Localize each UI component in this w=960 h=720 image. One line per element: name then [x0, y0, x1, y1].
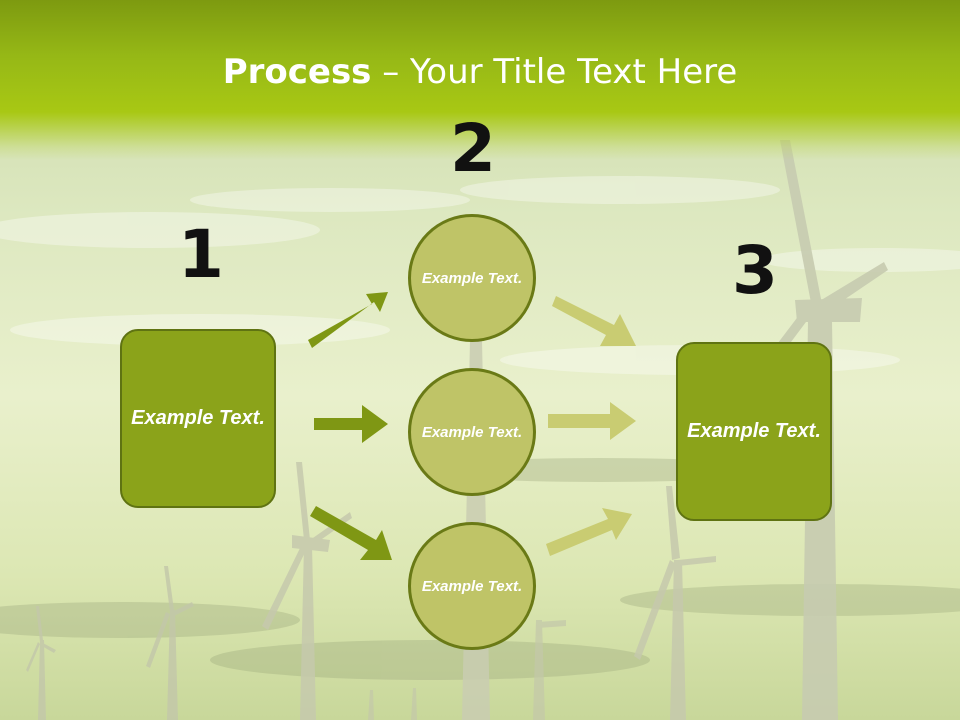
- step-number-2: 2: [450, 110, 496, 187]
- step-circle-top: Example Text.: [408, 214, 536, 342]
- step-circle-bottom: Example Text.: [408, 522, 536, 650]
- step-circle-middle: Example Text.: [408, 368, 536, 496]
- arrow-top-to-right: [552, 296, 636, 346]
- arrow-left-to-top: [308, 292, 388, 348]
- step-number-1: 1: [178, 216, 224, 293]
- step-box-right: Example Text.: [676, 342, 832, 521]
- arrow-bottom-to-right: [546, 508, 632, 556]
- title-rest: – Your Title Text Here: [371, 52, 738, 92]
- slide-title: Process – Your Title Text Here: [0, 52, 960, 92]
- title-band: [0, 0, 960, 160]
- title-bold: Process: [222, 52, 372, 92]
- step-number-3: 3: [732, 232, 778, 309]
- arrow-middle-to-right: [548, 402, 636, 440]
- step-box-left: Example Text.: [120, 329, 276, 508]
- arrow-left-to-middle: [314, 405, 388, 443]
- arrow-left-to-bottom: [310, 506, 392, 560]
